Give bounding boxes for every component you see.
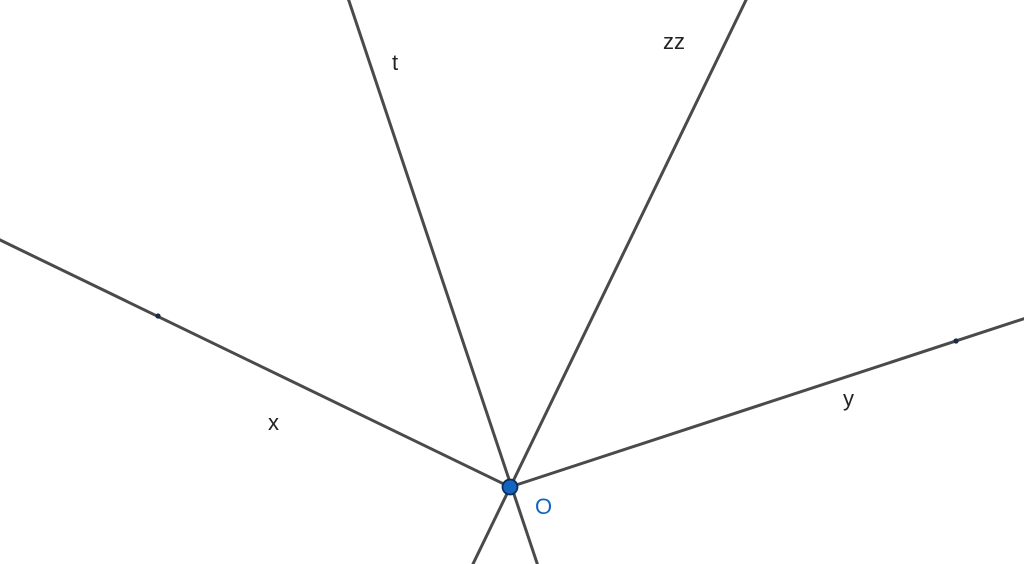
ray-x[interactable] [0,238,512,489]
ray-y[interactable] [508,317,1024,489]
point-on-ray-x[interactable] [155,313,161,319]
label-t: t [392,50,398,75]
label-origin: O [535,494,552,519]
origin-point[interactable] [501,478,519,496]
point-on-ray-y[interactable] [953,338,959,344]
label-zz: zz [663,29,685,54]
ray-zz[interactable] [471,0,748,564]
label-x: x [268,410,279,435]
label-y: y [843,386,854,411]
ray-t[interactable] [347,0,539,564]
